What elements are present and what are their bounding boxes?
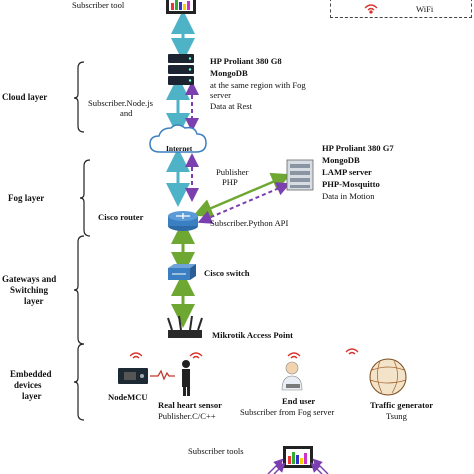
fog-server-title: HP Proliant 380 G7: [322, 143, 394, 153]
cloud-subscriber-line2: and: [120, 108, 133, 118]
cloud-brace: [73, 61, 85, 133]
wifi-icon-nodemcu: [129, 352, 143, 359]
cloud-server-title: HP Proliant 380 G8: [210, 56, 282, 66]
switch-icon: [168, 264, 196, 280]
traffic-generator-label: Traffic generator: [370, 400, 434, 410]
traffic-generator-icon: [369, 358, 407, 396]
wifi-icon-traffic: [345, 348, 359, 355]
fog-server-lamp: LAMP server: [322, 167, 372, 177]
cloud-layer-label: Cloud layer: [2, 92, 48, 102]
fog-server-mosquitto: PHP-Mosquitto: [322, 179, 380, 189]
end-user-sub: Subscriber from Fog server: [240, 407, 335, 417]
wifi-icon-user: [287, 352, 301, 359]
monitor-icon: [166, 0, 196, 14]
cloud-server-data: Data at Rest: [210, 101, 252, 111]
fog-server-db: MongoDB: [322, 155, 360, 165]
nodemcu-label: NodeMCU: [108, 392, 148, 402]
legend-wifi-icon: [364, 4, 378, 14]
embedded-layer-line3: layer: [22, 391, 42, 401]
cisco-router-label: Cisco router: [98, 212, 144, 222]
bottom-monitor-icon: [283, 446, 313, 468]
end-user-label: End user: [282, 396, 316, 406]
legend-wifi-label: WiFi: [416, 4, 434, 14]
publisher-php-line1: Publisher: [216, 167, 249, 177]
end-user-icon: [281, 361, 303, 391]
gateways-layer-line1: Gateways and: [2, 274, 57, 284]
cisco-switch-label: Cisco switch: [204, 268, 250, 278]
embedded-brace: [73, 343, 85, 421]
access-point-label: Mikrotik Access Point: [212, 330, 293, 340]
bottom-subscriber-tools-label: Subscriber tools: [188, 446, 244, 456]
gateways-brace: [73, 235, 85, 345]
cloud-server-db: MongoDB: [210, 68, 248, 78]
nodemcu-icon: [118, 368, 148, 384]
fog-server-data: Data in Motion: [322, 191, 375, 201]
publisher-php-line2: PHP: [222, 177, 238, 187]
router-fog-purple-dashed: [197, 182, 291, 224]
internet-label: Internet: [166, 144, 193, 153]
fog-brace: [79, 159, 91, 237]
fog-layer-label: Fog layer: [8, 193, 45, 203]
legend-box: [330, 0, 472, 18]
cloud-subscriber-line1: Subscriber.Node.js: [88, 98, 153, 108]
internet-cloud-icon: [149, 124, 207, 153]
subscriber-python-label: Subscriber.Python API: [210, 218, 289, 228]
access-point-icon: [167, 315, 203, 338]
gateways-layer-line2: Switching: [10, 285, 49, 295]
cloud-server-region2: server: [210, 90, 231, 100]
heart-sensor-sub: Publisher.C/C++: [158, 411, 216, 421]
cloud-server-region: at the same region with Fog: [210, 80, 306, 90]
heart-sensor-icon: [150, 360, 190, 396]
top-subscriber-tool-label: Subscriber tool: [72, 0, 125, 10]
fog-server-icon: [286, 159, 314, 191]
cloud-server-icon: [168, 54, 194, 85]
wifi-icon-heart: [189, 352, 203, 359]
router-icon: [168, 211, 198, 231]
traffic-generator-sub: Tsung: [386, 411, 407, 421]
embedded-layer-line2: devices: [14, 380, 42, 390]
router-to-fog-server-arrow: [193, 172, 291, 218]
embedded-layer-line1: Embedded: [10, 369, 52, 379]
bottom-arrows: [267, 458, 329, 474]
heart-sensor-label: Real heart sensor: [158, 400, 222, 410]
gateways-layer-line3: layer: [24, 296, 44, 306]
